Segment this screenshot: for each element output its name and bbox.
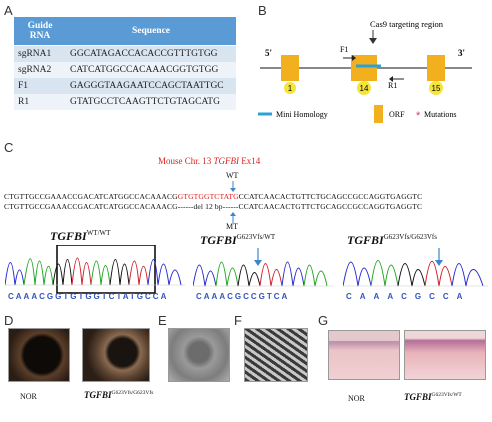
panel-letter-b: B bbox=[258, 3, 267, 18]
panel-letter-e: E bbox=[158, 313, 167, 328]
mt-seq-pre: CTGTTGCCGAAACCGACATCATGGCCACAAACG bbox=[4, 202, 178, 211]
primer-r1-arrowhead bbox=[389, 76, 393, 82]
table-cell-name: sgRNA1 bbox=[14, 45, 66, 62]
chromatogram-het bbox=[193, 248, 333, 287]
chromatogram-hom bbox=[343, 248, 488, 287]
gene-diagram: Cas9 targeting region 5' 3' ··· F1 R1 1 … bbox=[258, 19, 472, 123]
table-cell-seq: CATCATGGCCACAAACGGTGTGG bbox=[66, 62, 236, 78]
exon-14-number: 14 bbox=[360, 84, 369, 93]
table-row: sgRNA1 GGCATAGACCACACCGTTTGTGG bbox=[14, 45, 236, 62]
target-box bbox=[56, 245, 156, 294]
genotype-wt-label: TGFBIWT/WT bbox=[50, 229, 110, 244]
genotype-wt-gene: TGFBI bbox=[50, 229, 87, 243]
mt-seq-post: CCATCAACACTGTTCTGCAGCCGCCAGGTGAGGTC bbox=[238, 202, 423, 211]
exon-14-badge bbox=[357, 81, 371, 95]
eye-photo-normal bbox=[8, 328, 70, 382]
table-cell-name: sgRNA2 bbox=[14, 62, 66, 78]
legend-orf-label: ORF bbox=[389, 110, 405, 119]
chromatogram-wt bbox=[5, 245, 185, 294]
table-cell-seq: GAGGGTAAGAATCCAGCTAATTGC bbox=[66, 78, 236, 94]
tem-photo bbox=[244, 328, 308, 382]
table-cell-name: R1 bbox=[14, 94, 66, 110]
table-header-sequence: Sequence bbox=[66, 17, 236, 46]
exon-15-number: 15 bbox=[432, 84, 441, 93]
mt-seq-deletion: ------del 12 bp------ bbox=[177, 202, 239, 211]
trace-hom-letters: CAAACGCCA bbox=[346, 292, 471, 301]
primer-r1-label: R1 bbox=[388, 81, 397, 90]
genotype-het-gene: TGFBI bbox=[200, 233, 237, 247]
eye-photo-mutant bbox=[82, 328, 150, 382]
exon-15-badge bbox=[429, 81, 443, 95]
genotype-hom-gene: TGFBI bbox=[347, 233, 384, 247]
guide-rna-table: Guide RNA Sequence sgRNA1 GGCATAGACCACAC… bbox=[14, 17, 236, 110]
genotype-het-sup: G623Vfs/WT bbox=[236, 233, 276, 241]
panel-g-label-mutant: TGFBIG623Vfs/WT bbox=[404, 392, 462, 402]
trace-het-letters: CAAACGCCGTCA bbox=[196, 292, 290, 301]
legend-mutation-label: Mutations bbox=[424, 110, 456, 119]
panel-c-title: Mouse Chr. 13 TGFBI Ex14 bbox=[158, 156, 260, 166]
table-row: F1 GAGGGTAAGAATCCAGCTAATTGC bbox=[14, 78, 236, 94]
panel-letter-a: A bbox=[4, 3, 13, 18]
panel-c-title-prefix: Mouse Chr. 13 bbox=[158, 156, 214, 166]
wt-label: WT bbox=[226, 171, 239, 180]
mt-arrow bbox=[230, 212, 236, 223]
wt-seq-target: GTGTGGTCTATG bbox=[177, 192, 239, 201]
exon-1 bbox=[281, 55, 299, 81]
mt-sequence: CTGTTGCCGAAACCGACATCATGGCCACAAACG------d… bbox=[4, 202, 422, 211]
panel-letter-c: C bbox=[4, 140, 14, 155]
trace-wt-letters: CAAACGGTGTGGTCTATGCCA bbox=[8, 292, 169, 301]
genotype-wt-sup: WT/WT bbox=[86, 229, 111, 237]
exon-14 bbox=[351, 55, 377, 81]
table-cell-seq: GGCATAGACCACACCGTTTGTGG bbox=[66, 45, 236, 62]
table-cell-seq: GTATGCCTCAAGTTCTGTAGCATG bbox=[66, 94, 236, 110]
panel-letter-g: G bbox=[318, 313, 329, 328]
legend-orf-swatch bbox=[374, 105, 383, 123]
ellipsis-dots: ··· bbox=[306, 62, 315, 72]
panel-d-mutant-gene: TGFBI bbox=[84, 390, 112, 400]
wt-seq-post: CCATCAACACTGTTCTGCAGCCGCCAGGTGAGGTC bbox=[238, 192, 423, 201]
genotype-het-label: TGFBIG623Vfs/WT bbox=[200, 233, 275, 248]
panel-g-mutant-gene: TGFBI bbox=[404, 392, 432, 402]
table-row: R1 GTATGCCTCAAGTTCTGTAGCATG bbox=[14, 94, 236, 110]
panel-letter-d: D bbox=[4, 313, 14, 328]
wt-seq-pre: CTGTTGCCGAAACCGACATCATGGCCACAAACG bbox=[4, 192, 178, 201]
panel-c-title-suffix: Ex14 bbox=[239, 156, 261, 166]
legend-mutation-swatch: * bbox=[416, 110, 421, 122]
genotype-hom-sup: G623Vfs/G623Vfs bbox=[383, 233, 437, 241]
wt-sequence: CTGTTGCCGAAACCGACATCATGGCCACAAACGGTGTGGT… bbox=[4, 192, 422, 201]
primer-f1-label: F1 bbox=[340, 45, 348, 54]
panel-d-mutant-sup: G623Vfs/G623Vfs bbox=[111, 390, 154, 396]
em-photo bbox=[168, 328, 230, 382]
exon-15 bbox=[427, 55, 445, 81]
panel-g-mutant-sup: G623Vfs/WT bbox=[431, 392, 462, 398]
table-header-guide: Guide RNA bbox=[14, 17, 66, 46]
table-row: sgRNA2 CATCATGGCCACAAACGGTGTGG bbox=[14, 62, 236, 78]
panel-letter-f: F bbox=[234, 313, 242, 328]
table-cell-name: F1 bbox=[14, 78, 66, 94]
three-prime-label: 3' bbox=[458, 48, 465, 58]
panel-c-title-gene: TGFBI bbox=[213, 156, 240, 166]
genotype-hom-label: TGFBIG623Vfs/G623Vfs bbox=[347, 233, 437, 248]
histology-photo-mutant bbox=[404, 330, 486, 380]
panel-g-label-nor: NOR bbox=[348, 394, 365, 403]
exon-1-badge bbox=[284, 82, 296, 94]
five-prime-label: 5' bbox=[265, 48, 272, 58]
mt-label: MT bbox=[226, 222, 238, 231]
panel-d-label-nor: NOR bbox=[20, 392, 37, 401]
panel-d-label-mutant: TGFBIG623Vfs/G623Vfs bbox=[84, 390, 153, 400]
cas9-target-label: Cas9 targeting region bbox=[370, 19, 444, 29]
target-arrow-head bbox=[369, 38, 377, 44]
primer-f1-arrowhead bbox=[352, 55, 356, 61]
exon-1-number: 1 bbox=[288, 84, 293, 93]
legend-homology-label: Mini Homology bbox=[276, 110, 328, 119]
wt-arrow bbox=[230, 181, 236, 192]
histology-photo-normal bbox=[328, 330, 400, 380]
